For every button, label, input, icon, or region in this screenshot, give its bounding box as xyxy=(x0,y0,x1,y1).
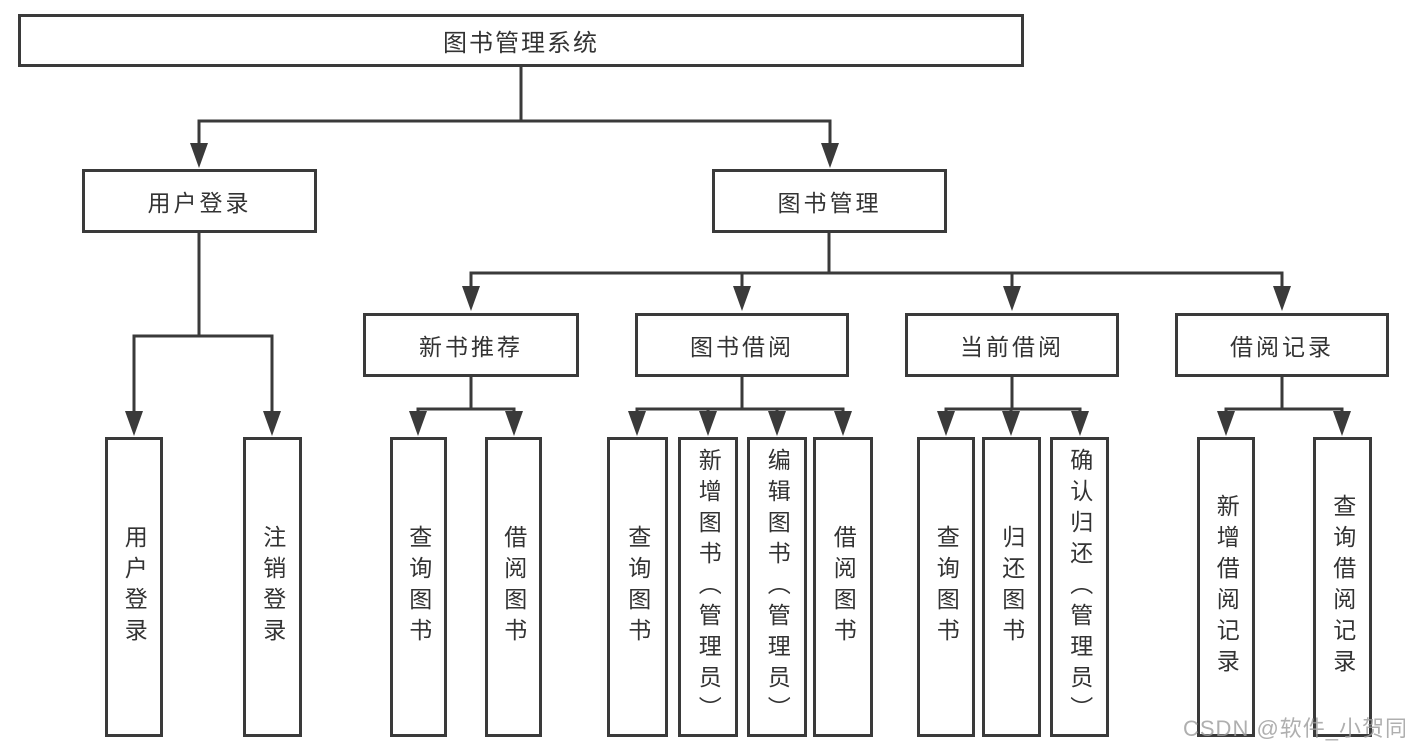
leaf-user-login: 用户登录 xyxy=(105,437,163,737)
node-book-management: 图书管理 xyxy=(712,169,947,233)
leaf-add-borrow-record-label: 新增借阅记录 xyxy=(1213,494,1240,680)
arrowhead-icon xyxy=(505,411,523,436)
node-user-login-label: 用户登录 xyxy=(147,190,252,216)
leaf-query-books-current: 查询图书 xyxy=(917,437,975,737)
leaf-logout: 注销登录 xyxy=(243,437,302,737)
arrowhead-icon xyxy=(1273,286,1291,311)
leaf-logout-label: 注销登录 xyxy=(259,525,286,649)
leaf-borrow-books-newbooks-label: 借阅图书 xyxy=(500,525,527,649)
arrowhead-icon xyxy=(821,143,839,168)
node-book-management-label: 图书管理 xyxy=(777,190,882,216)
arrowhead-icon xyxy=(699,411,717,436)
arrowhead-icon xyxy=(1071,411,1089,436)
node-book-borrow: 图书借阅 xyxy=(635,313,849,377)
leaf-query-books-newbooks: 查询图书 xyxy=(390,437,447,737)
leaf-confirm-return-admin: 确认归还（管理员） xyxy=(1050,437,1109,737)
leaf-edit-book-admin: 编辑图书（管理员） xyxy=(747,437,807,737)
arrowhead-icon xyxy=(628,411,646,436)
node-root-label: 图书管理系统 xyxy=(443,30,599,57)
leaf-edit-book-admin-label: 编辑图书（管理员） xyxy=(764,447,791,727)
arrowhead-icon xyxy=(1002,411,1020,436)
leaf-query-books-borrow-label: 查询图书 xyxy=(624,525,651,649)
csdn-watermark: CSDN @软件_小贺同学 xyxy=(1183,716,1405,741)
node-current-borrow-label: 当前借阅 xyxy=(960,334,1064,360)
leaf-return-books: 归还图书 xyxy=(982,437,1041,737)
node-current-borrow: 当前借阅 xyxy=(905,313,1119,377)
arrowheads xyxy=(125,143,1351,436)
leaf-add-book-admin: 新增图书（管理员） xyxy=(678,437,738,737)
leaf-borrow-books-borrow: 借阅图书 xyxy=(813,437,873,737)
arrowhead-icon xyxy=(834,411,852,436)
node-user-login: 用户登录 xyxy=(82,169,317,233)
leaf-borrow-books-newbooks: 借阅图书 xyxy=(485,437,542,737)
node-new-book-recommend-label: 新书推荐 xyxy=(419,334,523,360)
leaf-query-books-borrow: 查询图书 xyxy=(607,437,668,737)
arrowhead-icon xyxy=(1217,411,1235,436)
leaf-confirm-return-admin-label: 确认归还（管理员） xyxy=(1066,447,1093,727)
arrowhead-icon xyxy=(733,286,751,311)
leaf-query-books-current-label: 查询图书 xyxy=(933,525,960,649)
node-new-book-recommend: 新书推荐 xyxy=(363,313,579,377)
leaf-query-books-newbooks-label: 查询图书 xyxy=(405,525,432,649)
leaf-return-books-label: 归还图书 xyxy=(998,525,1025,649)
leaf-query-borrow-record-label: 查询借阅记录 xyxy=(1329,494,1356,680)
leaf-add-book-admin-label: 新增图书（管理员） xyxy=(695,447,722,727)
node-borrow-records: 借阅记录 xyxy=(1175,313,1389,377)
node-root: 图书管理系统 xyxy=(18,14,1024,67)
leaf-borrow-books-borrow-label: 借阅图书 xyxy=(830,525,857,649)
arrowhead-icon xyxy=(768,411,786,436)
arrowhead-icon xyxy=(937,411,955,436)
arrowhead-icon xyxy=(190,143,208,168)
arrowhead-icon xyxy=(409,411,427,436)
arrowhead-icon xyxy=(125,411,143,436)
leaf-user-login-label: 用户登录 xyxy=(121,525,148,649)
leaf-add-borrow-record: 新增借阅记录 xyxy=(1197,437,1255,737)
node-borrow-records-label: 借阅记录 xyxy=(1230,334,1334,360)
arrowhead-icon xyxy=(1333,411,1351,436)
arrowhead-icon xyxy=(1003,286,1021,311)
node-book-borrow-label: 图书借阅 xyxy=(690,334,794,360)
arrowhead-icon xyxy=(462,286,480,311)
arrowhead-icon xyxy=(263,411,281,436)
leaf-query-borrow-record: 查询借阅记录 xyxy=(1313,437,1372,737)
